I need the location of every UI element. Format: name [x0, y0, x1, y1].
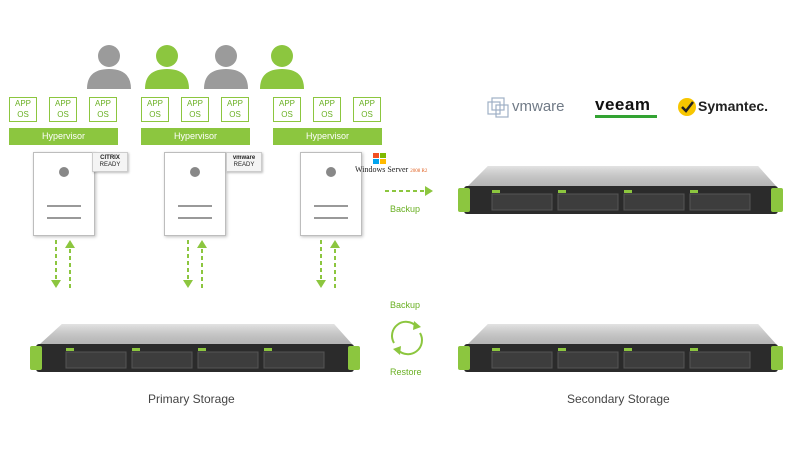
- storage-rack-primary: [30, 324, 360, 372]
- server-tower: [164, 152, 226, 236]
- data-flow-arrows-3: [316, 240, 340, 288]
- symantec-logo: Symantec.: [677, 96, 777, 120]
- sync-cycle-icon: [391, 320, 423, 356]
- data-flow-arrows-2: [183, 240, 207, 288]
- hypervisor-bar: Hypervisor: [9, 128, 118, 145]
- storage-rack-secondary-top: [458, 166, 783, 214]
- backup-arrow-right: [385, 186, 433, 196]
- backup-label-mid: Backup: [390, 300, 421, 310]
- veeam-logo: veeam: [595, 95, 657, 119]
- user-icon-1: [87, 45, 131, 89]
- user-icon-3: [204, 45, 248, 89]
- hypervisor-bar: Hypervisor: [273, 128, 382, 145]
- secondary-storage-label: Secondary Storage: [567, 392, 670, 406]
- server-tower: [33, 152, 95, 236]
- restore-label: Restore: [390, 367, 422, 377]
- user-icon-2: [145, 45, 189, 89]
- storage-rack-secondary-bottom: [458, 324, 783, 372]
- primary-storage-label: Primary Storage: [148, 392, 235, 406]
- server-tower: [300, 152, 362, 236]
- user-icon-4: [260, 45, 304, 89]
- backup-label-top: Backup: [390, 204, 421, 214]
- hypervisor-bar: Hypervisor: [141, 128, 250, 145]
- data-flow-arrows-1: [51, 240, 75, 288]
- vmware-logo: vmware: [487, 96, 579, 120]
